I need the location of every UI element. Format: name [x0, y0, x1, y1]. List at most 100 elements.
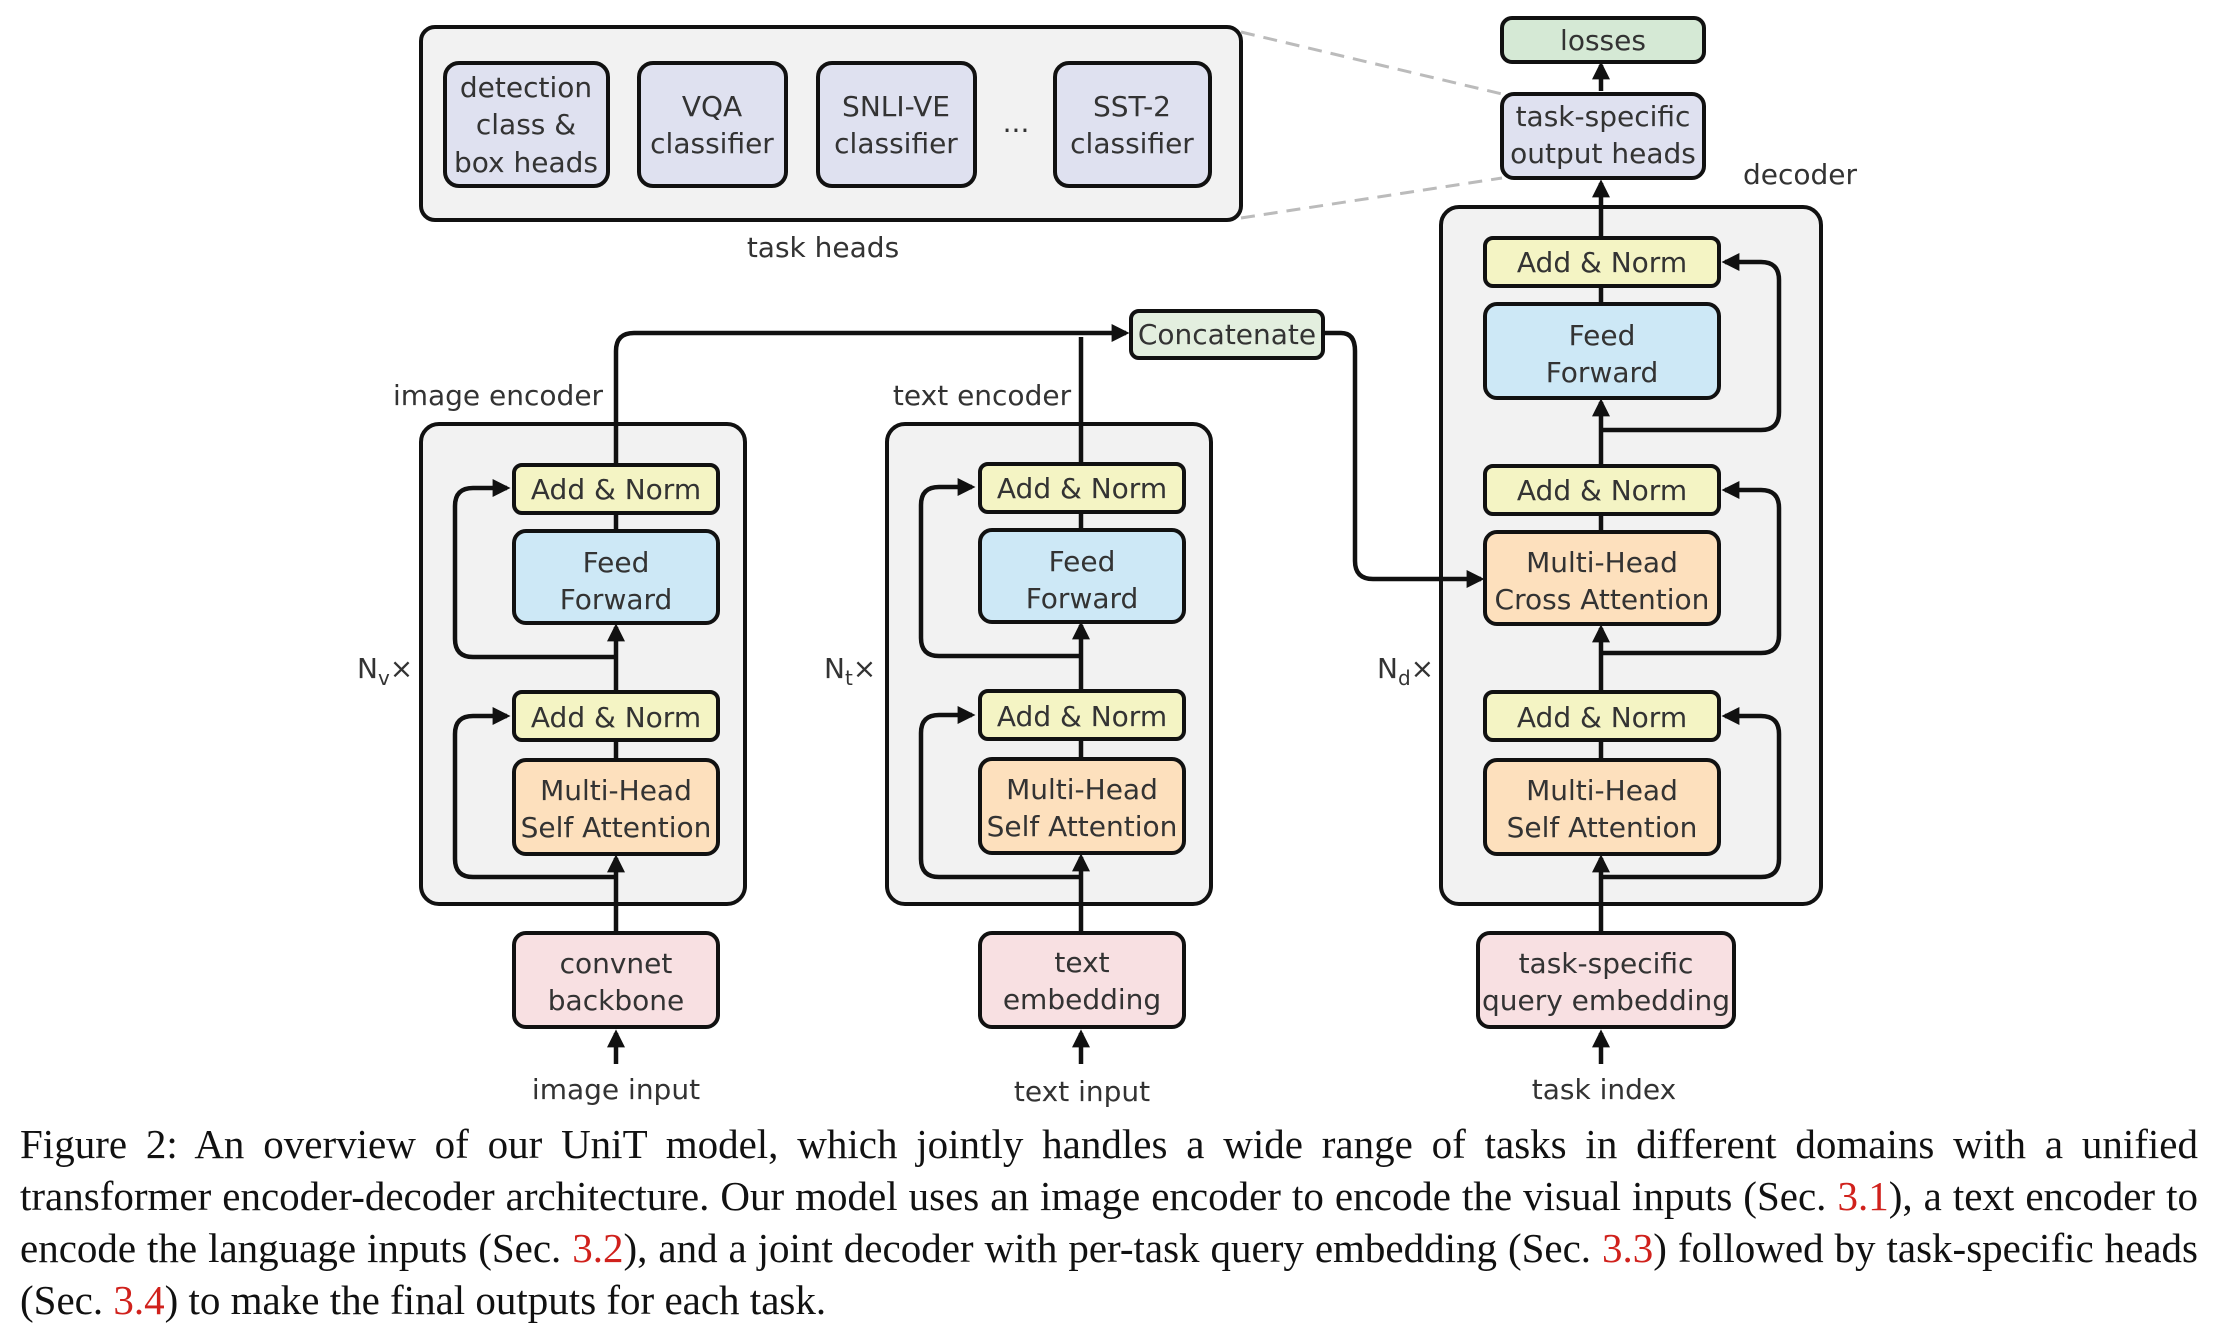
image-add-norm-top: Add & Norm	[512, 463, 720, 515]
image-feed-forward: Feed Forward	[512, 529, 720, 625]
caption-text-2: ), a text encoder to encode the language…	[20, 1173, 2198, 1271]
text-input-label: text input	[1014, 1075, 1150, 1108]
image-to-concat	[613, 324, 1130, 465]
caption-ref-3-1[interactable]: 3.1	[1837, 1173, 1889, 1219]
text-repeat-count: Nt×	[824, 652, 876, 690]
detection-heads-line-2: class &	[476, 108, 576, 141]
decoder-cross-attention: Multi-Head Cross Attention	[1483, 530, 1721, 626]
text-self-attention-line-1: Multi-Head	[1006, 773, 1158, 806]
detection-heads-block: detection class & box heads	[443, 61, 610, 188]
image-residual-2	[452, 479, 616, 660]
decoder-add-norm-top-label: Add & Norm	[1517, 246, 1687, 279]
text-add-norm-bottom: Add & Norm	[978, 689, 1186, 741]
image-add-norm-top-label: Add & Norm	[531, 473, 701, 506]
decoder-cross-attention-line-1: Multi-Head	[1526, 546, 1678, 579]
convnet-backbone-line-1: convnet	[560, 947, 673, 980]
task-heads-label: task heads	[747, 231, 899, 264]
caption-ref-3-4[interactable]: 3.4	[113, 1277, 165, 1323]
vqa-classifier-line-1: VQA	[682, 90, 742, 123]
query-embedding-line-1: task-specific	[1519, 947, 1694, 980]
detection-heads-line-3: box heads	[454, 146, 598, 179]
decoder-self-attention-line-2: Self Attention	[1507, 811, 1698, 844]
decoder-add-norm-middle: Add & Norm	[1483, 464, 1721, 516]
image-self-attention-line-1: Multi-Head	[540, 774, 692, 807]
image-self-attention-line-2: Self Attention	[521, 811, 712, 844]
query-embedding-line-2: query embedding	[1482, 984, 1730, 1017]
decoder-add-norm-top: Add & Norm	[1483, 236, 1721, 288]
output-heads-block: task-specific output heads	[1500, 92, 1706, 180]
caption-text-5: ) to make the final outputs for each tas…	[164, 1277, 827, 1323]
convnet-backbone-block: convnet backbone	[512, 931, 720, 1029]
image-feed-forward-line-1: Feed	[583, 546, 650, 579]
vqa-classifier-line-2: classifier	[650, 127, 774, 160]
caption-text-4: ) followed by task-specific heads (Sec.	[20, 1225, 2198, 1323]
text-add-norm-top-label: Add & Norm	[997, 472, 1167, 505]
snli-ve-classifier-line-1: SNLI-VE	[842, 90, 950, 123]
decoder-repeat-count: Nd×	[1377, 652, 1434, 690]
labels: task heads image encoder text encoder de…	[393, 158, 1858, 1108]
query-embedding-block: task-specific query embedding	[1476, 931, 1736, 1029]
text-self-attention: Multi-Head Self Attention	[978, 757, 1186, 855]
convnet-backbone-line-2: backbone	[548, 984, 684, 1017]
losses-block: losses	[1500, 16, 1706, 64]
task-index-label: task index	[1532, 1073, 1676, 1106]
decoder-residual-2	[1601, 481, 1782, 656]
decoder-residual-3	[1601, 253, 1782, 433]
snli-ve-classifier-block: SNLI-VE classifier	[816, 61, 977, 188]
zoom-line-top	[1240, 30, 1503, 96]
detection-heads-line-1: detection	[460, 71, 592, 104]
sst-2-classifier-line-1: SST-2	[1093, 90, 1171, 123]
zoom-line-bottom	[1240, 176, 1503, 220]
text-feed-forward-line-1: Feed	[1049, 545, 1116, 578]
image-repeat-count: Nv×	[357, 652, 413, 690]
decoder-feed-forward-line-1: Feed	[1569, 319, 1636, 352]
text-add-norm-top: Add & Norm	[978, 462, 1186, 514]
text-feed-forward-line-2: Forward	[1026, 582, 1139, 615]
task-heads-ellipsis: ...	[1003, 106, 1030, 139]
output-heads-line-2: output heads	[1510, 137, 1696, 170]
concatenate-label: Concatenate	[1138, 318, 1316, 351]
image-input-label: image input	[532, 1073, 700, 1106]
snli-ve-classifier-line-2: classifier	[834, 127, 958, 160]
text-embedding-line-1: text	[1054, 946, 1109, 979]
decoder-residual-1	[1601, 707, 1782, 880]
sst-2-classifier-block: SST-2 classifier	[1053, 61, 1212, 188]
ellipsis-text: ...	[1003, 106, 1030, 139]
text-residual-1	[918, 706, 1081, 880]
image-feed-forward-line-2: Forward	[560, 583, 673, 616]
figure-caption: Figure 2: An overview of our UniT model,…	[20, 1118, 2198, 1326]
image-encoder-label: image encoder	[393, 379, 604, 412]
image-residual-1	[452, 707, 616, 880]
text-encoder-label: text encoder	[893, 379, 1072, 412]
caption-text-3: ), and a joint decoder with per-task que…	[623, 1225, 1602, 1271]
decoder-add-norm-bottom: Add & Norm	[1483, 690, 1721, 742]
caption-ref-3-2[interactable]: 3.2	[572, 1225, 624, 1271]
caption-text-1: Figure 2: An overview of our UniT model,…	[20, 1121, 2198, 1219]
text-embedding-block: text embedding	[978, 931, 1186, 1029]
text-feed-forward: Feed Forward	[978, 528, 1186, 624]
text-embedding-line-2: embedding	[1003, 983, 1161, 1016]
text-residual-2	[918, 478, 1081, 659]
text-add-norm-bottom-label: Add & Norm	[997, 700, 1167, 733]
decoder-label: decoder	[1743, 158, 1858, 191]
decoder-cross-attention-line-2: Cross Attention	[1495, 583, 1710, 616]
text-self-attention-line-2: Self Attention	[987, 810, 1178, 843]
sst-2-classifier-line-2: classifier	[1070, 127, 1194, 160]
decoder-self-attention: Multi-Head Self Attention	[1483, 758, 1721, 856]
caption-ref-3-3[interactable]: 3.3	[1602, 1225, 1654, 1271]
image-add-norm-bottom: Add & Norm	[512, 690, 720, 742]
image-self-attention: Multi-Head Self Attention	[512, 758, 720, 856]
decoder-feed-forward-line-2: Forward	[1546, 356, 1659, 389]
concat-to-cross-attn	[1323, 330, 1485, 588]
decoder-feed-forward: Feed Forward	[1483, 302, 1721, 400]
connections	[452, 61, 1782, 1064]
decoder-add-norm-middle-label: Add & Norm	[1517, 474, 1687, 507]
decoder-add-norm-bottom-label: Add & Norm	[1517, 701, 1687, 734]
decoder-self-attention-line-1: Multi-Head	[1526, 774, 1678, 807]
image-add-norm-bottom-label: Add & Norm	[531, 701, 701, 734]
vqa-classifier-block: VQA classifier	[637, 61, 788, 188]
output-heads-line-1: task-specific	[1516, 100, 1691, 133]
concatenate-block: Concatenate	[1129, 309, 1325, 360]
losses-label: losses	[1560, 24, 1646, 57]
